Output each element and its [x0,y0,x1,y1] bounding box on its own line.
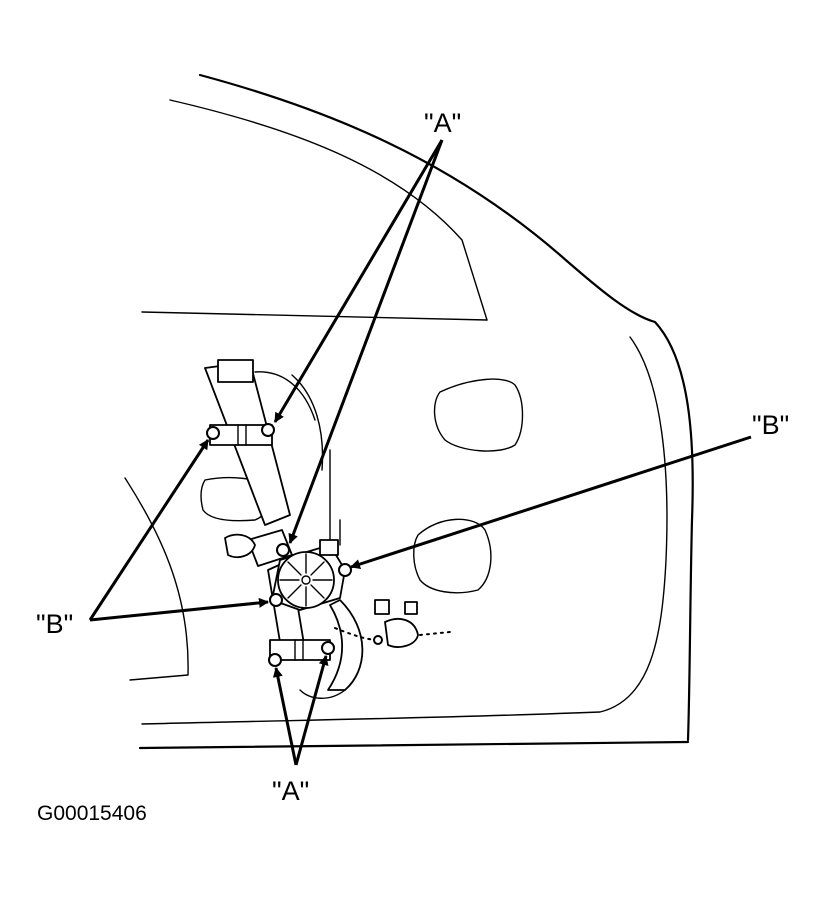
leader-arrow [273,139,444,423]
bolt [276,543,290,557]
leader-arrows [88,139,752,766]
leader-arrow [294,655,329,766]
callout-label-b-left: "B" [36,609,74,639]
leader-arrow [272,667,298,766]
leader-arrow [89,597,269,622]
callout-label-a-bottom: "A" [272,776,310,806]
bolt [268,653,282,667]
leader-arrow [288,139,444,544]
bolt [269,593,283,607]
callout-label-a-top: "A" [424,108,462,138]
bolt [321,641,335,655]
leader-arrow [350,435,752,569]
mounting-bolts [206,423,352,667]
window-regulator [204,359,364,699]
bolt [206,426,220,440]
leader-arrow [88,439,210,621]
figure-id: G00015406 [37,802,147,825]
callout-label-b-right: "B" [752,410,790,440]
wiring-connector [334,599,451,648]
bolt [338,563,352,577]
door-outline [124,73,694,750]
bolt [261,423,275,437]
